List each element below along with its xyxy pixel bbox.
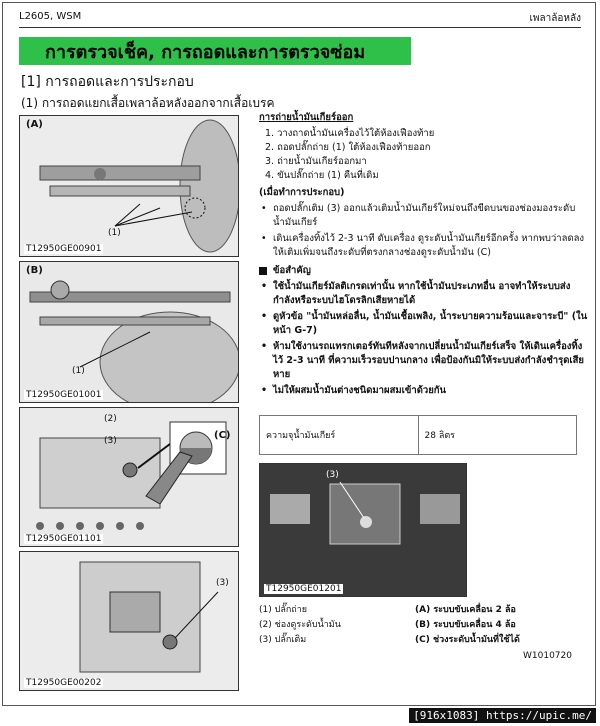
- figure-e-drawing: [260, 464, 466, 596]
- figure-c-drawing: [20, 408, 238, 546]
- important-item: • ดูหัวข้อ "น้ำมันหล่อลื่น, น้ำมันเชื้อเพ…: [259, 310, 591, 338]
- figure-e-callout-3: (3): [326, 470, 339, 480]
- drain-step: 3. ถ่ายน้ำมันเกียร์ออกมา: [265, 156, 367, 167]
- watermark: [916x1083] https://upic.me/: [409, 708, 596, 723]
- figure-d: (3) T12950GE00202: [19, 551, 239, 691]
- figure-a-drawing: [20, 116, 238, 256]
- drain-title: การถ่ายน้ำมันเกียร์ออก: [259, 112, 354, 123]
- header-section: เพลาล้อหลัง: [529, 13, 582, 24]
- legend-item: (2) ช่องดูระดับน้ำมัน: [259, 620, 341, 630]
- figure-b: (B) (1) T12950GE01001: [19, 261, 239, 403]
- figure-a-callout-1: (1): [108, 228, 121, 238]
- square-bullet-icon: [259, 267, 267, 275]
- figure-a-label: (A): [26, 119, 43, 130]
- important-text: ใช้น้ำมันเกียร์มัลติเกรดเท่านั้น หากใช้น…: [273, 281, 571, 306]
- legend-row: (1) ปลั๊กถ่าย (A) ระบบขับเคลื่อน 2 ล้อ: [259, 603, 589, 618]
- figure-b-drawing: [20, 262, 238, 402]
- legend-row: (2) ช่องดูระดับน้ำมัน (B) ระบบขับเคลื่อน…: [259, 618, 589, 633]
- legend-item: (3) ปลั๊กเติม: [259, 635, 307, 645]
- important-text: ดูหัวข้อ "น้ำมันหล่อลื่น, น้ำมันเชื้อเพล…: [273, 311, 588, 336]
- important-heading: ข้อสำคัญ: [259, 264, 591, 278]
- figure-c-callout-3: (3): [104, 436, 117, 446]
- banner-text: การตรวจเช็ค, การถอดและการตรวจซ่อม: [45, 41, 366, 63]
- table-row: ความจุน้ำมันเกียร์ 28 ลิตร: [259, 415, 577, 455]
- reassembly-text: เดินเครื่องทิ้งไว้ 2-3 นาที ดับเครื่อง ด…: [273, 233, 585, 258]
- bullet-icon: •: [261, 233, 267, 244]
- drain-step: 1. วางถาดน้ำมันเครื่องไว้ใต้ห้องเฟืองท้า…: [265, 128, 435, 139]
- figure-a: (A) (1) T12950GE00901: [19, 115, 239, 257]
- drain-step: 4. ขันปลั๊กถ่าย (1) คืนที่เดิม: [265, 170, 379, 181]
- reassembly-text: ถอดปลั๊กเติม (3) ออกแล้วเติมน้ำมันเกียร์…: [273, 203, 576, 228]
- figure-c-callout-2: (2): [104, 414, 117, 424]
- figure-d-callout-3: (3): [216, 578, 229, 588]
- figure-d-drawing: [20, 552, 238, 690]
- page-frame: L2605, WSM เพลาล้อหลัง การตรวจเช็ค, การถ…: [2, 2, 596, 706]
- bullet-icon: •: [261, 281, 268, 292]
- capacity-label: ความจุน้ำมันเกียร์: [259, 415, 419, 455]
- figure-a-code: T12950GE00901: [24, 244, 104, 254]
- header-divider: [19, 27, 581, 28]
- bullet-icon: •: [261, 311, 268, 322]
- important-text: ไม่ให้ผสมน้ำมันต่างชนิดมาผสมเข้าด้วยกัน: [273, 385, 447, 396]
- important-item: • ใช้น้ำมันเกียร์มัลติเกรดเท่านั้น หากใช้…: [259, 280, 591, 308]
- figure-e-code: T12950GE01201: [264, 584, 344, 594]
- reference-code: W1010720: [523, 651, 572, 661]
- drain-step: 2. ถอดปลั๊กถ่าย (1) ใต้ห้องเฟืองท้ายออก: [265, 142, 431, 153]
- figure-e: (3) T12950GE01201: [259, 463, 467, 597]
- legend-item: (C) ช่วงระดับน้ำมันที่ใช้ได้: [415, 635, 520, 645]
- legend-item: (1) ปลั๊กถ่าย: [259, 605, 308, 615]
- header-model: L2605, WSM: [19, 11, 82, 22]
- figure-c-code: T12950GE01101: [24, 534, 104, 544]
- section-1-heading: [1] การถอดและการประกอบ: [21, 74, 194, 90]
- bullet-icon: •: [261, 385, 268, 396]
- figure-b-callout-1: (1): [72, 366, 85, 376]
- important-title: ข้อสำคัญ: [273, 265, 311, 276]
- reassembly-item: • เดินเครื่องทิ้งไว้ 2-3 นาที ดับเครื่อง …: [259, 232, 591, 260]
- bullet-icon: •: [261, 203, 267, 214]
- figure-legend: (1) ปลั๊กถ่าย (A) ระบบขับเคลื่อน 2 ล้อ (…: [259, 603, 589, 648]
- important-item: • ห้ามใช้งานรถแทรกเตอร์ทันทีหลังจากเปลี่ย…: [259, 340, 591, 382]
- reassembly-heading: (เมื่อทำการประกอบ): [259, 187, 345, 198]
- figure-c: (C) (2) (3) T12950GE01101: [19, 407, 239, 547]
- reassembly-item: • ถอดปลั๊กเติม (3) ออกแล้วเติมน้ำมันเกียร…: [259, 202, 591, 230]
- section-banner: การตรวจเช็ค, การถอดและการตรวจซ่อม: [19, 37, 411, 65]
- legend-item: (A) ระบบขับเคลื่อน 2 ล้อ: [415, 605, 516, 615]
- oil-capacity-table: ความจุน้ำมันเกียร์ 28 ลิตร: [259, 415, 577, 455]
- figure-b-code: T12950GE01001: [24, 390, 104, 400]
- drain-instructions: การถ่ายน้ำมันเกียร์ออก 1. วางถาดน้ำมันเค…: [259, 111, 591, 398]
- figure-b-label: (B): [26, 265, 43, 276]
- bullet-icon: •: [261, 341, 268, 352]
- legend-item: (B) ระบบขับเคลื่อน 4 ล้อ: [415, 620, 516, 630]
- capacity-value: 28 ลิตร: [417, 415, 577, 455]
- important-text: ห้ามใช้งานรถแทรกเตอร์ทันทีหลังจากเปลี่ยน…: [273, 341, 584, 380]
- important-item: • ไม่ให้ผสมน้ำมันต่างชนิดมาผสมเข้าด้วยกัน: [259, 384, 591, 398]
- legend-row: (3) ปลั๊กเติม (C) ช่วงระดับน้ำมันที่ใช้ไ…: [259, 633, 589, 648]
- figure-d-code: T12950GE00202: [24, 678, 104, 688]
- figure-c-label: (C): [214, 430, 231, 441]
- section-2-heading: (1) การถอดแยกเสื้อเพลาล้อหลังออกจากเสื้อ…: [21, 96, 275, 110]
